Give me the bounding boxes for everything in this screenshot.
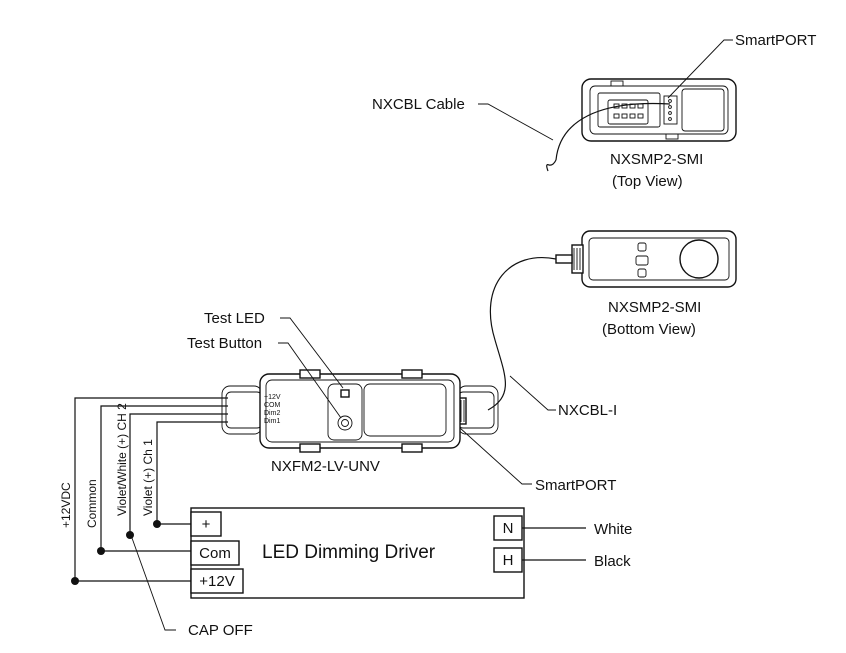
black-label: Black	[594, 553, 631, 570]
bottom-device-view: (Bottom View)	[602, 321, 696, 338]
cap-off-leader	[131, 537, 176, 631]
driver-terminal-12v-label: +12V	[199, 573, 234, 590]
cap-off-end	[126, 531, 134, 539]
terminal-dim2: Dim2	[264, 410, 280, 417]
driver-title: LED Dimming Driver	[262, 542, 436, 563]
driver-terminal-12v	[190, 568, 244, 594]
led-driver-box	[190, 507, 525, 599]
bottom-device-name: NXSMP2-SMI	[608, 299, 701, 316]
smartport-top-leader	[667, 39, 733, 99]
cable-end-squiggle	[546, 159, 557, 172]
wire-label-12vdc: +12VDC	[59, 482, 73, 528]
sensor-bottom-view	[555, 230, 737, 288]
test-led-leader	[280, 317, 344, 389]
nxcbl-i-label: NXCBL-I	[558, 402, 617, 419]
driver-terminal-plus-label: +	[202, 516, 211, 533]
junction-12v	[71, 577, 79, 585]
driver-terminal-com-label: Com	[199, 545, 231, 562]
wire-label-ch2: Violet/White (+) CH 2	[115, 403, 129, 516]
test-led-label: Test LED	[204, 310, 265, 327]
sensor-top-view	[581, 78, 737, 142]
wire-label-common: Common	[85, 479, 99, 528]
nxcbl-i-leader	[509, 375, 556, 411]
top-cable-wire	[555, 102, 671, 161]
wire-runs	[74, 397, 228, 582]
cap-off-label: CAP OFF	[188, 622, 253, 639]
junction-ch1	[153, 520, 161, 528]
junction-common	[97, 547, 105, 555]
white-label: White	[594, 521, 632, 538]
smartport-top-label: SmartPORT	[735, 32, 816, 49]
top-device-name: NXSMP2-SMI	[610, 151, 703, 168]
driver-terminal-n-label: N	[503, 520, 514, 537]
top-device-view: (Top View)	[612, 173, 683, 190]
terminal-dim1: Dim1	[264, 418, 280, 425]
driver-terminal-com	[190, 540, 240, 566]
test-button-label: Test Button	[187, 335, 262, 352]
wire-label-ch1: Violet (+) Ch 1	[141, 439, 155, 516]
terminal-com: COM	[264, 402, 281, 409]
driver-terminal-h-label: H	[503, 552, 514, 569]
nxcbl-cable-label: NXCBL Cable	[372, 96, 465, 113]
terminal-12v: +12V	[264, 394, 281, 401]
module-name: NXFM2-LV-UNV	[271, 458, 380, 475]
smartport-module-leader	[459, 427, 532, 485]
fixture-module	[221, 369, 499, 453]
nxcbl-i-cable	[487, 257, 557, 411]
test-button-leader	[278, 342, 342, 419]
driver-terminal-plus	[190, 511, 222, 537]
nxcbl-cable-leader	[478, 103, 554, 141]
smartport-module-label: SmartPORT	[535, 477, 616, 494]
